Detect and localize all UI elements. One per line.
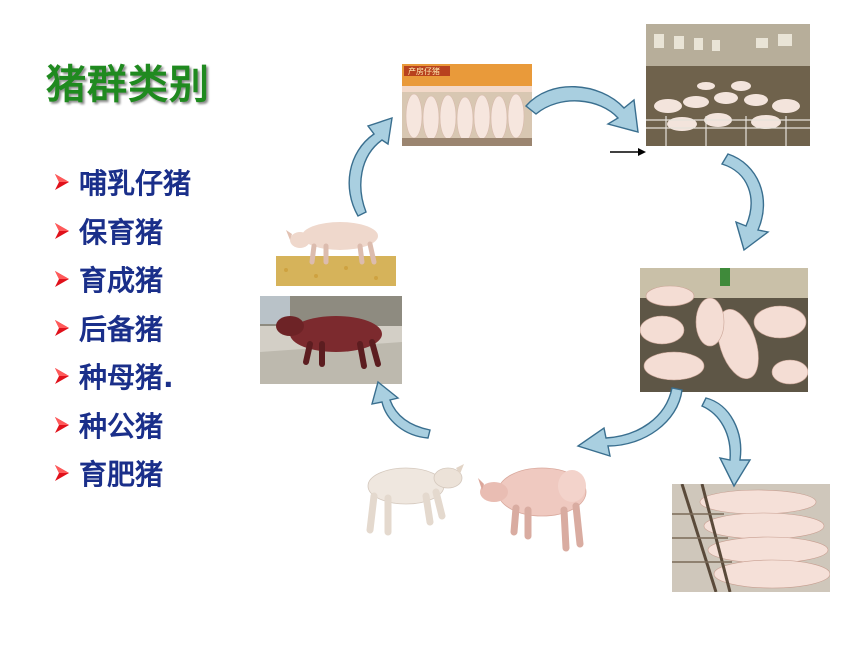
photo-boar-pink xyxy=(476,458,594,556)
category-item: 种母猪. xyxy=(54,352,191,401)
category-item: 育肥猪 xyxy=(54,449,191,498)
curved-arrow-icon xyxy=(701,397,752,488)
category-item: 哺乳仔猪 xyxy=(54,158,191,207)
photo-suckling-piglets: 产房仔猪 xyxy=(402,64,532,146)
curved-arrow-icon xyxy=(720,153,770,252)
curved-arrow-icon xyxy=(348,116,393,217)
photo-sign-text: 产房仔猪 xyxy=(408,66,440,76)
category-label: 后备猪 xyxy=(79,312,164,346)
photo-nursery-barn xyxy=(646,24,810,146)
curved-arrow-icon xyxy=(524,86,639,133)
arrow-bullet-icon xyxy=(55,271,69,288)
arrow-bullet-icon xyxy=(55,174,69,191)
arrow-bullet-icon xyxy=(55,465,69,482)
arrow-bullet-icon xyxy=(55,319,69,336)
curved-arrow-icon xyxy=(576,387,683,458)
category-label: 种母猪. xyxy=(79,361,174,395)
curved-arrow-icon xyxy=(371,380,431,439)
arrow-bullet-icon xyxy=(55,416,69,433)
photo-finishing-pigs xyxy=(672,484,830,592)
category-item: 育成猪 xyxy=(54,255,191,304)
photo-gilt xyxy=(276,210,396,286)
category-label: 育成猪 xyxy=(79,264,164,298)
category-label: 保育猪 xyxy=(79,215,164,249)
arrow-bullet-icon xyxy=(55,222,69,239)
category-label: 哺乳仔猪 xyxy=(79,167,192,201)
arrow-bullet-icon xyxy=(55,368,69,385)
photo-boar-white xyxy=(360,456,468,538)
category-label: 种公猪 xyxy=(79,409,164,443)
photo-sow xyxy=(260,296,402,384)
category-item: 保育猪 xyxy=(54,207,191,256)
small-arrow-icon xyxy=(610,148,646,156)
category-list: 哺乳仔猪 保育猪 育成猪 后备猪 种母猪. 种公猪 育肥猪 xyxy=(54,158,191,498)
photo-growing-pigs xyxy=(640,268,808,392)
category-label: 育肥猪 xyxy=(79,458,164,492)
category-item: 后备猪 xyxy=(54,304,191,353)
slide-title: 猪群类别 xyxy=(46,62,210,108)
category-item: 种公猪 xyxy=(54,401,191,450)
